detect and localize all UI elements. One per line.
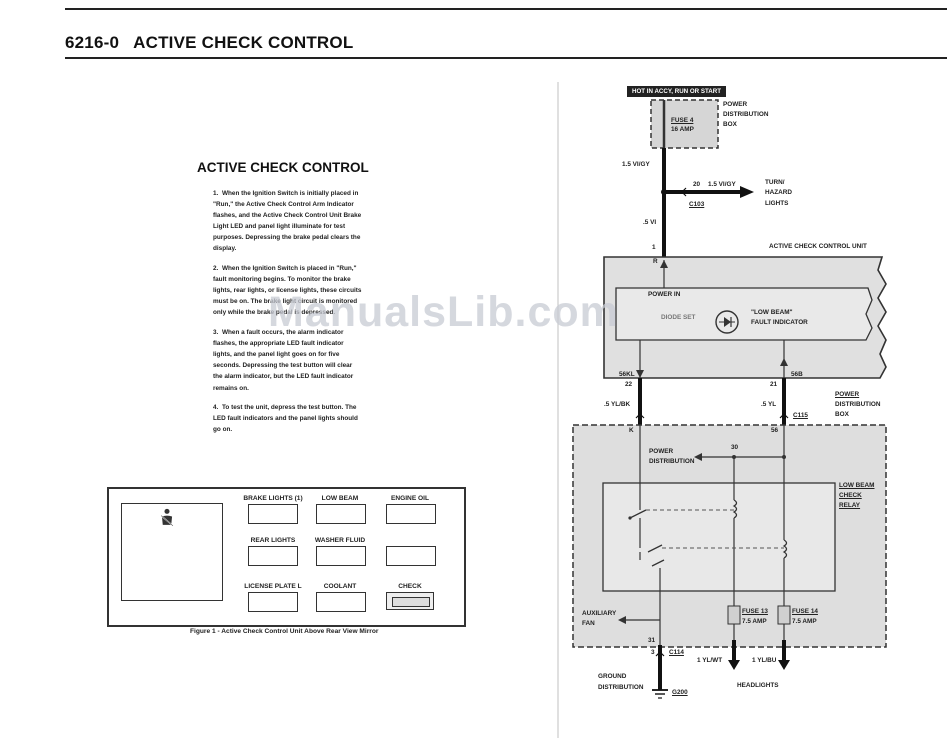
- pdb-mid-1: POWER: [835, 391, 860, 398]
- fuse13-name: FUSE 13: [742, 608, 768, 615]
- power-dist-2: DISTRIBUTION: [649, 458, 695, 465]
- step-1: 1.When the Ignition Switch is initially …: [213, 190, 362, 253]
- fuse13-amp: 7.5 AMP: [742, 618, 767, 625]
- relay-label-2: CHECK: [839, 492, 862, 499]
- pin-31: 31: [648, 637, 656, 644]
- low-beam-label: LOW BEAM: [321, 495, 359, 502]
- seatbelt-icon: [160, 508, 174, 527]
- low-beam-led: [316, 504, 366, 524]
- c114-label: C114: [669, 649, 684, 656]
- low-beam-check-relay: [602, 482, 836, 592]
- fuse4-name: FUSE 4: [671, 117, 694, 124]
- coolant-led: [316, 592, 366, 612]
- power-in-label: POWER IN: [648, 291, 681, 298]
- washer-fluid-led: [316, 546, 366, 566]
- turn-hazard-3: LIGHTS: [765, 200, 789, 207]
- pin-1: 1: [652, 244, 656, 251]
- ground-dist-2: DISTRIBUTION: [598, 684, 644, 691]
- acu-inner: [615, 287, 873, 341]
- hazard-arrow: [740, 186, 754, 198]
- license-plate-label: LICENSE PLATE L: [244, 583, 302, 590]
- engine-oil-label: ENGINE OIL: [390, 495, 430, 502]
- engine-oil-led: [386, 504, 436, 524]
- turn-hazard-2: HAZARD: [765, 189, 792, 196]
- acu-label: ACTIVE CHECK CONTROL UNIT: [769, 243, 867, 250]
- washer-fluid-label: WASHER FLUID: [314, 537, 366, 544]
- fuse4-amp: 16 AMP: [671, 126, 694, 133]
- turn-hazard-1: TURN/: [765, 179, 785, 186]
- low-beam-fault-1: "LOW BEAM": [751, 309, 793, 316]
- pdb-top-2: DISTRIBUTION: [723, 111, 769, 118]
- wire-5-vi: .5 VI: [643, 219, 657, 226]
- low-beam-led-symbol: [715, 310, 739, 334]
- aux-fan-2: FAN: [582, 620, 595, 627]
- pin-k: K: [629, 427, 634, 434]
- mirror-display: [121, 503, 223, 601]
- section-code: 6216-0: [65, 33, 120, 52]
- pin-r: R: [653, 258, 658, 265]
- step-2: 2.When the Ignition Switch is placed in …: [213, 265, 362, 317]
- pdb-mid-2: DISTRIBUTION: [835, 401, 881, 408]
- headlights-label: HEADLIGHTS: [737, 682, 779, 689]
- page-header: 6216-0 ACTIVE CHECK CONTROL: [65, 33, 353, 53]
- wire-1-ylbu: 1 YL/BU: [752, 657, 777, 664]
- pin-56: 56: [771, 427, 779, 434]
- spare-led: [386, 546, 436, 566]
- fuse14-amp: 7.5 AMP: [792, 618, 817, 625]
- pin-3: 3: [651, 649, 655, 656]
- pin-30: 30: [731, 444, 739, 451]
- step-4: 4.To test the unit, depress the test but…: [213, 404, 358, 434]
- brake-lights-led: [248, 504, 298, 524]
- figure-caption: Figure 1 - Active Check Control Unit Abo…: [190, 628, 379, 635]
- pin-56b: 56B: [791, 371, 803, 378]
- wire-15-vigy-2: 1.5 VI/GY: [708, 181, 736, 188]
- procedure-title: ACTIVE CHECK CONTROL: [197, 160, 369, 175]
- low-beam-fault-2: FAULT INDICATOR: [751, 319, 808, 326]
- pdb-mid-3: BOX: [835, 411, 849, 418]
- wire-5-ylbk: .5 YL/BK: [604, 401, 631, 408]
- top-rule: [65, 8, 947, 10]
- check-button[interactable]: [386, 592, 434, 610]
- coolant-label: COOLANT: [323, 583, 357, 590]
- hot-label: HOT IN ACCY, RUN OR START: [627, 86, 727, 97]
- c103-label: C103: [689, 201, 705, 208]
- check-button-face: [392, 597, 430, 607]
- header-rule: [65, 57, 947, 59]
- relay-label-3: RELAY: [839, 502, 861, 509]
- wire-5-yl: .5 YL: [761, 401, 777, 408]
- pin-22: 22: [625, 381, 633, 388]
- obscured-label: DIODE SET: [661, 314, 696, 321]
- fuse-box-top: [650, 99, 719, 149]
- license-plate-led: [248, 592, 298, 612]
- pdb-top-1: POWER: [723, 101, 748, 108]
- relay-label-1: LOW BEAM: [839, 482, 875, 489]
- brake-lights-label: BRAKE LIGHTS (1): [243, 495, 303, 502]
- fuse-14: [777, 605, 791, 625]
- ground-dist-1: GROUND: [598, 673, 627, 680]
- aux-fan-1: AUXILIARY: [582, 610, 617, 617]
- wire-1-ylwt: 1 YL/WT: [697, 657, 723, 664]
- pin-20: 20: [693, 181, 701, 188]
- check-label: CHECK: [398, 583, 422, 590]
- c103-connector: [681, 187, 687, 197]
- rear-lights-label: REAR LIGHTS: [250, 537, 296, 544]
- c115-label: C115: [793, 412, 808, 419]
- kl56-label: 56KL: [619, 371, 635, 378]
- step-3: 3.When a fault occurs, the alarm indicat…: [213, 329, 354, 392]
- wire-15-vigy: 1.5 VI/GY: [622, 161, 650, 168]
- pin-21: 21: [770, 381, 778, 388]
- pdb-top-3: BOX: [723, 121, 737, 128]
- section-title: ACTIVE CHECK CONTROL: [133, 33, 354, 52]
- fuse14-name: FUSE 14: [792, 608, 818, 615]
- power-dist-1: POWER: [649, 448, 674, 455]
- procedure-steps: 1.When the Ignition Switch is initially …: [213, 188, 363, 444]
- watermark: ManualsLib.com: [268, 288, 619, 336]
- rear-lights-led: [248, 546, 298, 566]
- fuse-13: [727, 605, 741, 625]
- g200-label: G200: [672, 689, 688, 696]
